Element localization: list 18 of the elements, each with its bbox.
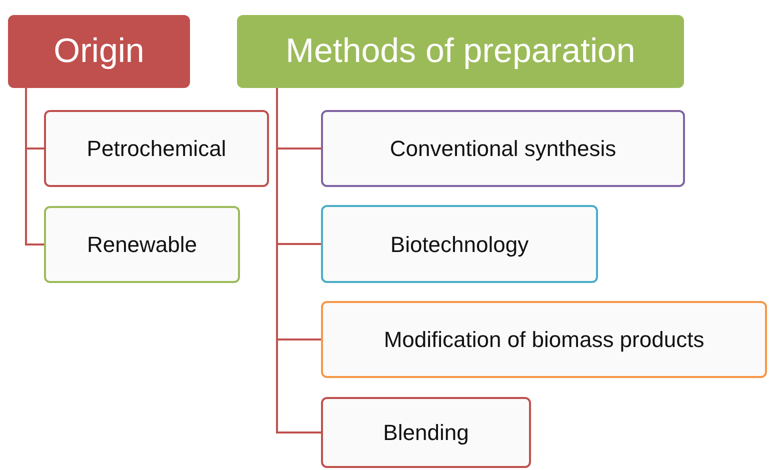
item-label: Petrochemical xyxy=(86,135,226,163)
item-box xyxy=(321,205,598,283)
header-text: Methods of preparation xyxy=(286,31,636,72)
item-label: Modification of biomass products xyxy=(384,326,704,354)
item-box xyxy=(321,110,685,187)
item-box xyxy=(321,397,531,468)
item-label: Renewable xyxy=(86,231,198,259)
category-header xyxy=(237,15,684,88)
header-text: Origin xyxy=(54,31,144,72)
item-label: Blending xyxy=(383,419,469,447)
category-header xyxy=(8,15,190,88)
connector-line xyxy=(25,88,44,246)
item-box xyxy=(44,206,240,283)
item-label: Conventional synthesis xyxy=(390,135,616,163)
connector-line xyxy=(276,88,321,434)
item-box xyxy=(321,301,767,378)
item-label: Biotechnology xyxy=(390,230,529,259)
item-box xyxy=(44,110,269,187)
